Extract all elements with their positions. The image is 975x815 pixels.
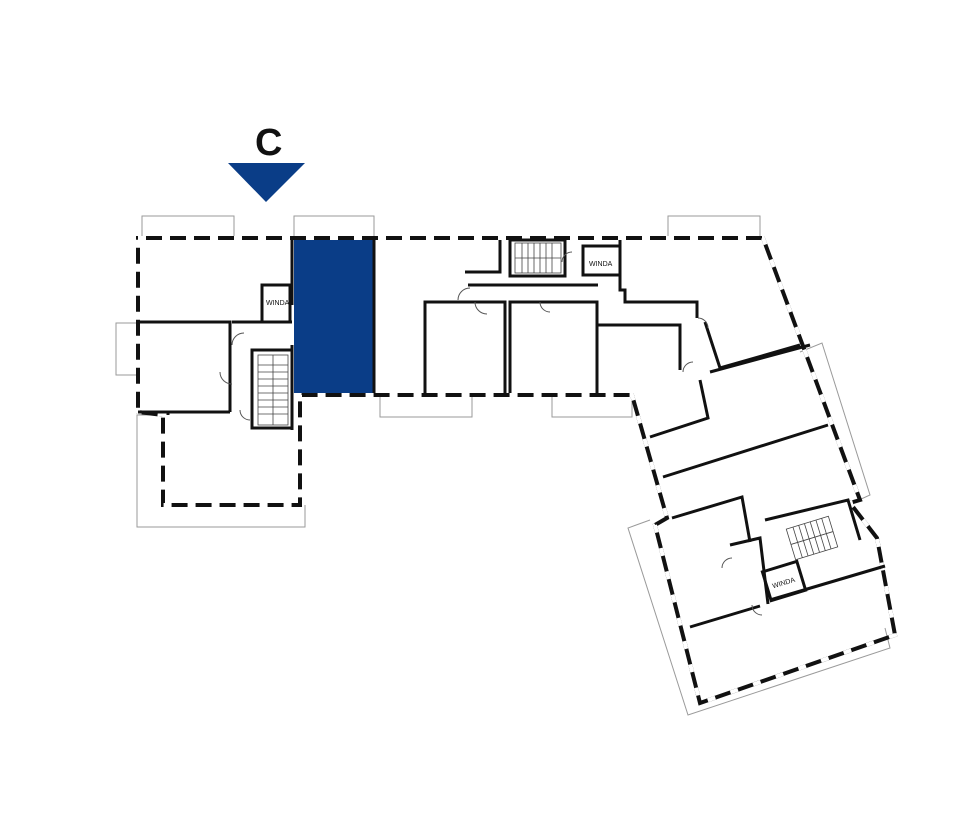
staircases: [257, 242, 839, 561]
interior-walls: [138, 238, 886, 629]
staircase-lower: [785, 515, 839, 561]
staircase-left: [257, 354, 289, 426]
balcony-outlines: [115, 215, 891, 716]
section-letter: C: [255, 122, 282, 164]
doors: [219, 251, 763, 616]
exterior-walls: [136, 236, 898, 706]
section-arrow: [228, 163, 305, 202]
staircase-middle: [514, 242, 562, 274]
lift-label-lower: WINDA: [772, 577, 797, 591]
lift-label-middle: WINDA: [589, 261, 613, 268]
highlighted-apartment[interactable]: [294, 240, 373, 393]
lift-label-left: WINDA: [266, 300, 290, 307]
